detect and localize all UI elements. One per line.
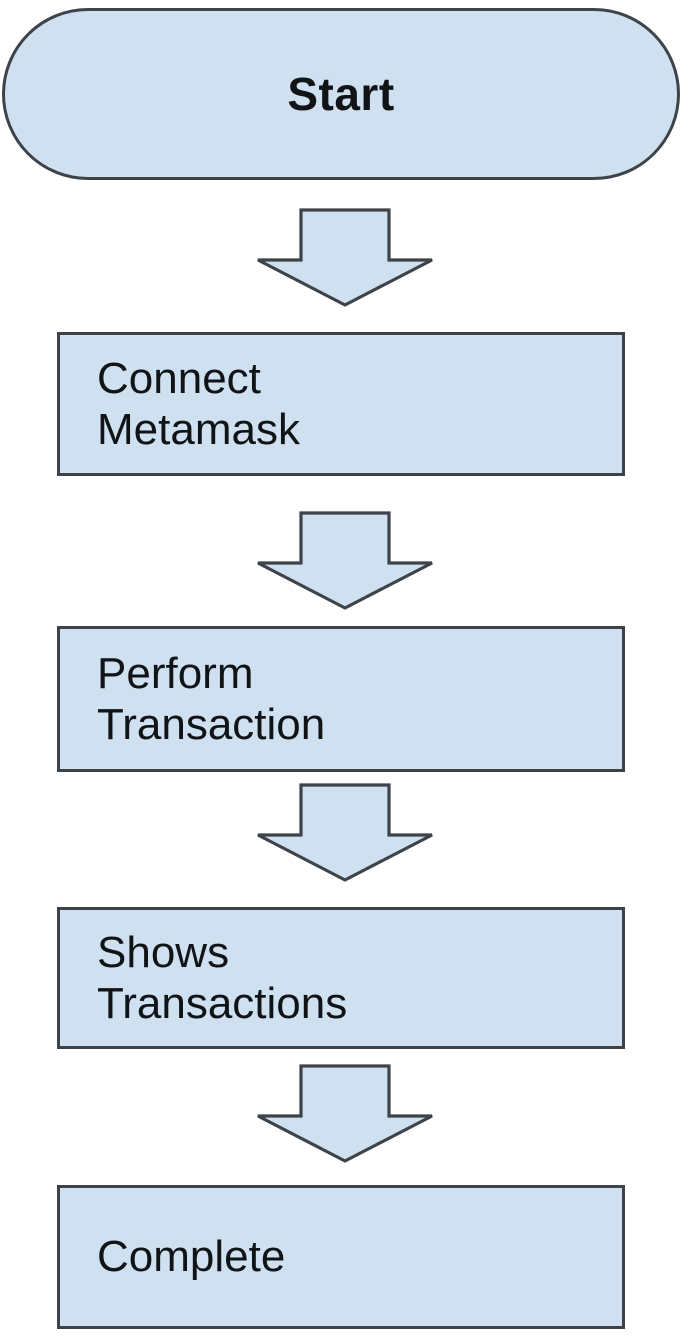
flowchart-arrow-down-4 [256,1064,434,1163]
flowchart-node-perform-transaction[interactable]: Perform Transaction [57,626,625,772]
flowchart-node-connect-metamask-label: Connect Metamask [97,353,300,454]
flowchart-node-connect-metamask[interactable]: Connect Metamask [57,332,625,476]
arrow-down-icon [257,1064,433,1163]
flowchart-arrow-down-2 [256,511,434,610]
flowchart-node-complete[interactable]: Complete [57,1185,625,1329]
flowchart-node-start[interactable]: Start [2,8,680,180]
flowchart-node-complete-label: Complete [97,1232,286,1282]
arrow-down-icon [257,783,433,882]
arrow-down-icon [257,511,433,610]
flowchart-node-perform-transaction-label: Perform Transaction [97,648,326,749]
flowchart-node-shows-transactions-label: Shows Transactions [97,927,348,1028]
flowchart-node-start-label: Start [287,67,395,120]
flowchart-node-shows-transactions[interactable]: Shows Transactions [57,907,625,1049]
flowchart-arrow-down-3 [256,783,434,882]
flowchart-arrow-down-1 [256,208,434,307]
arrow-down-icon [257,208,433,307]
